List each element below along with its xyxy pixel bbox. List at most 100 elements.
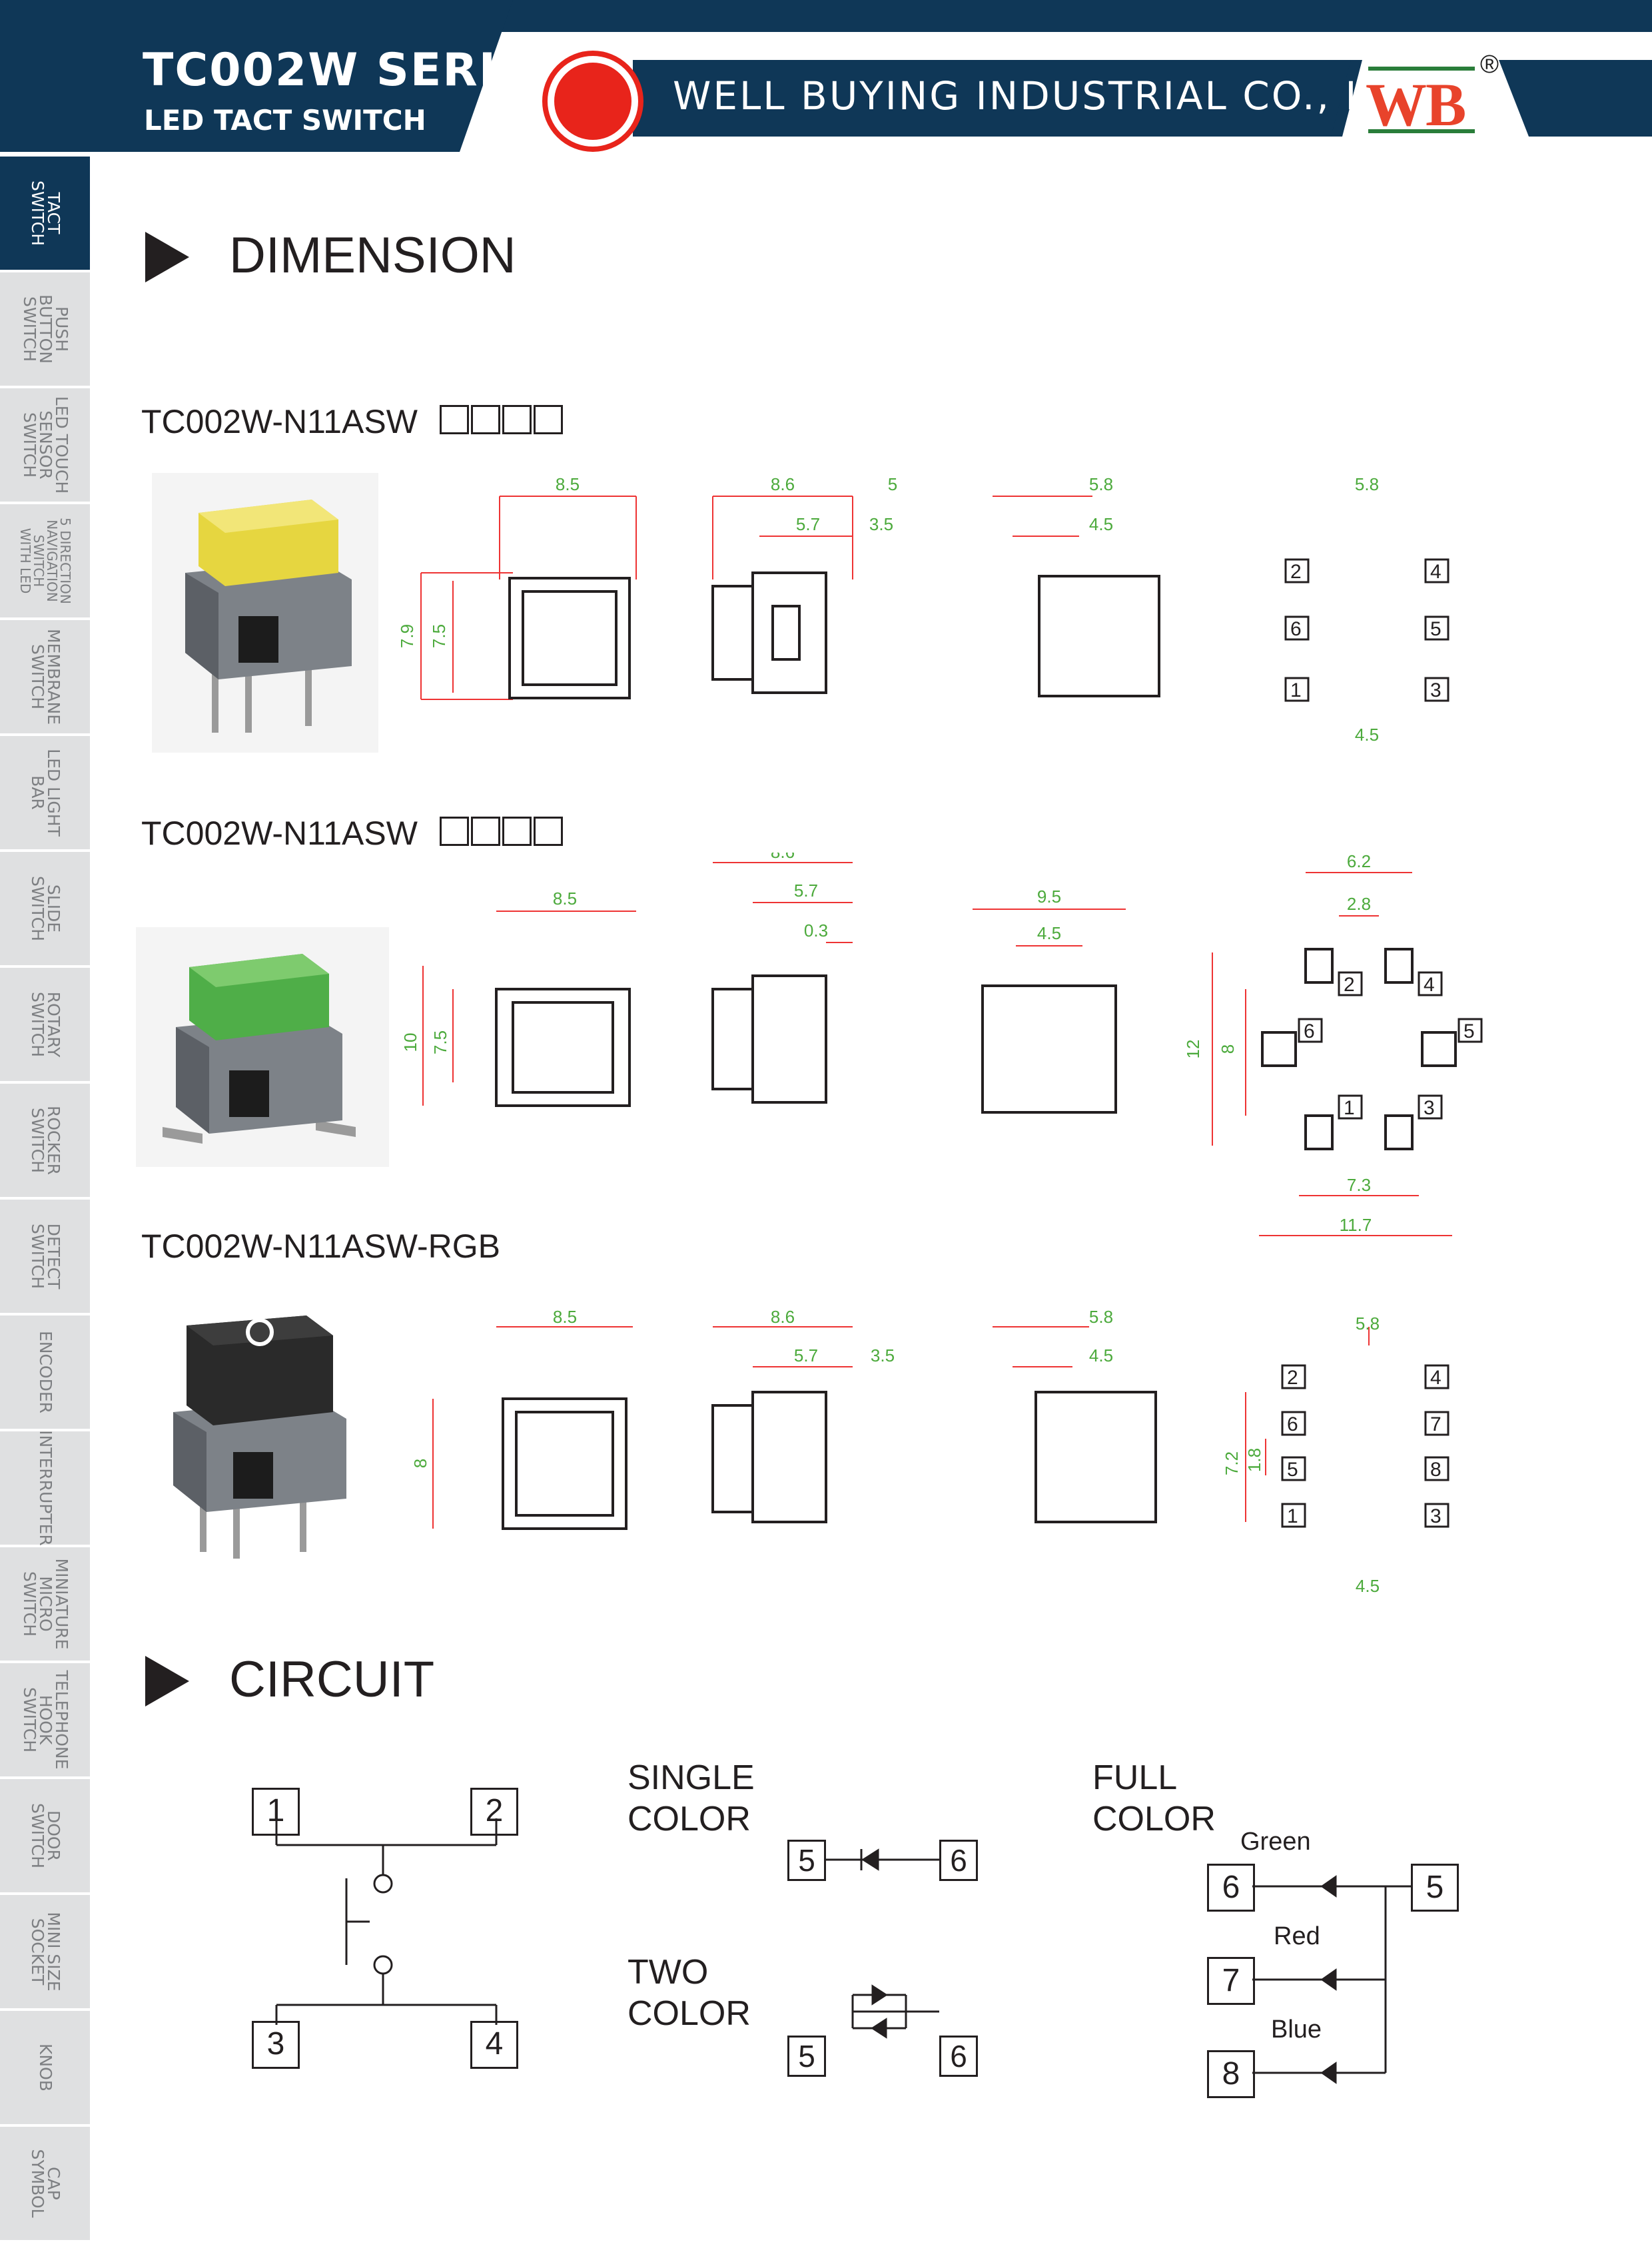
svg-text:2: 2: [1287, 1367, 1298, 1389]
svg-text:5.7: 5.7: [796, 514, 820, 534]
svg-text:5.7: 5.7: [794, 1345, 818, 1365]
sidebar-item-label: KNOB: [35, 2044, 55, 2091]
full-color-pin-7: 7: [1207, 1957, 1255, 2005]
wb-logo-bars-icon: [1368, 67, 1475, 133]
sidebar-item-rotary-switch[interactable]: ROTARY SWITCH: [0, 968, 90, 1084]
page-header: TC002W SERIES LED TACT SWITCH WELL BUYIN…: [0, 0, 1652, 160]
svg-text:5.8: 5.8: [1355, 474, 1379, 494]
svg-text:4: 4: [1430, 1367, 1442, 1389]
sidebar-item-label: TELEPHONE HOOK SWITCH: [19, 1670, 71, 1770]
svg-text:5: 5: [888, 474, 897, 494]
svg-text:8.5: 8.5: [553, 889, 577, 909]
sidebar-item-label: ROCKER SWITCH: [27, 1105, 63, 1176]
single-color-pin-5: 5: [787, 1840, 826, 1881]
svg-text:6: 6: [1304, 1020, 1315, 1042]
sidebar-item-tact-switch[interactable]: TACT SWITCH: [0, 157, 90, 272]
sidebar-item-mini-size-socket[interactable]: MINI SIZE SOCKET: [0, 1895, 90, 2011]
svg-text:5: 5: [1287, 1459, 1298, 1481]
single-color-pin-6: 6: [939, 1840, 978, 1881]
sidebar-item-label: MINI SIZE SOCKET: [27, 1912, 63, 1992]
sidebar-item-slide-switch[interactable]: SLIDE SWITCH: [0, 852, 90, 968]
svg-text:10: 10: [400, 1033, 420, 1052]
svg-text:4.5: 4.5: [1089, 514, 1113, 534]
dimension-drawings-row-2: 8.5 10 7.5 8.65.70.3 9.54.5 6.22.8 12 8 …: [400, 853, 1483, 1236]
svg-text:8.5: 8.5: [553, 1307, 577, 1327]
wb-logo: WB: [1366, 71, 1466, 139]
svg-text:1: 1: [1344, 1097, 1355, 1119]
svg-text:5: 5: [1463, 1020, 1475, 1042]
sidebar-item-label: MEMBRANE SWITCH: [27, 628, 63, 725]
sidebar-item-5-direction[interactable]: 5 DIRECTION NAVIGATION SWITCH WITH LED: [0, 504, 90, 620]
sidebar-item-knob[interactable]: KNOB: [0, 2011, 90, 2127]
led-label-green: Green: [1240, 1828, 1311, 1856]
sidebar-item-telephone-hook-switch[interactable]: TELEPHONE HOOK SWITCH: [0, 1663, 90, 1779]
sidebar-item-cap-symbol[interactable]: CAP SYMBOL: [0, 2127, 90, 2243]
sidebar-item-interrupter[interactable]: INTERRUPTER: [0, 1430, 90, 1547]
svg-text:4: 4: [1424, 974, 1435, 996]
svg-text:4: 4: [1430, 561, 1442, 583]
registered-mark: ®: [1480, 51, 1499, 79]
svg-text:4.5: 4.5: [1355, 725, 1379, 745]
sidebar-item-label: LED TOUCH SENSOR SWITCH: [19, 396, 71, 494]
sidebar-item-led-touch-sensor[interactable]: LED TOUCH SENSOR SWITCH: [0, 388, 90, 504]
full-color-led-diagram: [1252, 1875, 1412, 2084]
sidebar-item-label: CAP SYMBOL: [27, 2149, 63, 2218]
sidebar-item-rocker-switch[interactable]: ROCKER SWITCH: [0, 1084, 90, 1200]
sidebar-item-miniature-micro-switch[interactable]: MINIATURE MICRO SWITCH: [0, 1547, 90, 1663]
model-name: TC002W-N11ASW: [141, 403, 418, 440]
svg-text:7.2: 7.2: [1222, 1451, 1242, 1475]
sidebar-item-label: ROTARY SWITCH: [27, 991, 63, 1058]
sidebar-item-membrane-switch[interactable]: MEMBRANE SWITCH: [0, 620, 90, 736]
sidebar-item-label: PUSH BUTTON SWITCH: [19, 294, 71, 364]
svg-text:8: 8: [410, 1459, 430, 1468]
svg-text:5.7: 5.7: [794, 881, 818, 901]
svg-text:5.8: 5.8: [1356, 1314, 1380, 1333]
svg-text:0.3: 0.3: [804, 921, 828, 940]
full-color-pin-8: 8: [1207, 2050, 1255, 2098]
svg-text:3: 3: [1424, 1097, 1435, 1119]
svg-text:7.3: 7.3: [1347, 1175, 1371, 1195]
sidebar-item-label: 5 DIRECTION NAVIGATION SWITCH WITH LED: [17, 518, 73, 604]
product-photo-green: [136, 927, 389, 1167]
two-color-pin-6: 6: [939, 2036, 978, 2077]
svg-text:1: 1: [1290, 679, 1302, 701]
svg-text:1.8: 1.8: [1244, 1448, 1264, 1472]
switch-pin-1: 1: [252, 1788, 300, 1836]
dimension-drawings-row-1: 8.5 7.9 7.5 8.6 5 5.7 3.5 5.8 4.5 5.8 4.…: [397, 474, 1449, 745]
sidebar-item-door-switch[interactable]: DOOR SWITCH: [0, 1779, 90, 1895]
svg-text:8.6: 8.6: [771, 853, 795, 862]
two-color-pin-5: 5: [787, 2036, 826, 2077]
svg-text:4.5: 4.5: [1356, 1576, 1380, 1596]
svg-text:1: 1: [1287, 1505, 1298, 1527]
svg-text:5.8: 5.8: [1089, 1307, 1113, 1327]
led-label-blue: Blue: [1271, 2016, 1322, 2044]
sidebar-item-label: LED LIGHT BAR: [27, 749, 63, 837]
svg-text:12: 12: [1183, 1040, 1203, 1059]
svg-text:6: 6: [1290, 618, 1302, 640]
svg-text:6: 6: [1287, 1413, 1298, 1435]
sidebar-item-push-button-switch[interactable]: PUSH BUTTON SWITCH: [0, 272, 90, 388]
svg-text:7.9: 7.9: [397, 624, 417, 648]
led-circuit-diagrams: [826, 1848, 939, 2039]
switch-pin-3: 3: [252, 2021, 300, 2069]
full-color-pin-6: 6: [1207, 1864, 1255, 1912]
svg-text:6.2: 6.2: [1347, 853, 1371, 871]
product-photo-yellow: [152, 473, 378, 753]
svg-text:2: 2: [1344, 974, 1355, 996]
company-name: WELL BUYING INDUSTRIAL CO., LTD: [673, 73, 1421, 119]
sidebar-item-led-light-bar[interactable]: LED LIGHT BAR: [0, 736, 90, 852]
svg-text:8.6: 8.6: [771, 474, 795, 494]
svg-text:4.5: 4.5: [1089, 1345, 1113, 1365]
option-code-boxes: [440, 817, 563, 846]
sidebar-item-label: ENCODER: [35, 1330, 55, 1414]
sidebar-item-label: MINIATURE MICRO SWITCH: [19, 1558, 71, 1650]
svg-text:2: 2: [1290, 561, 1302, 583]
led-label-red: Red: [1274, 1922, 1320, 1950]
full-color-pin-5: 5: [1411, 1864, 1459, 1912]
sidebar-item-detect-switch[interactable]: DETECT SWITCH: [0, 1200, 90, 1316]
sidebar-item-label: INTERRUPTER: [35, 1430, 55, 1546]
sidebar-item-encoder[interactable]: ENCODER: [0, 1316, 90, 1431]
svg-text:8.5: 8.5: [556, 474, 580, 494]
svg-text:3.5: 3.5: [869, 514, 893, 534]
option-code-boxes: [440, 405, 563, 434]
